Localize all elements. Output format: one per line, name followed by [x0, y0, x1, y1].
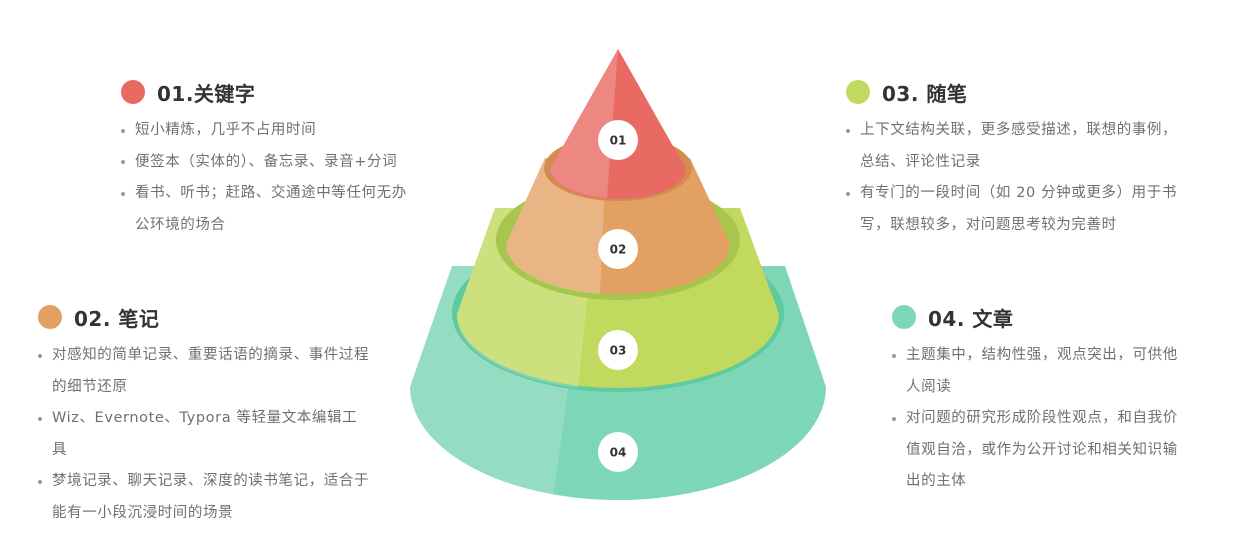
list-item: 对感知的简单记录、重要话语的摘录、事件过程的细节还原 — [38, 340, 370, 403]
orange-dot-icon — [38, 305, 62, 329]
list-item: 看书、听书；赶路、交通途中等任何无办公环境的场合 — [121, 178, 421, 241]
cone-badge-01: 01 — [598, 120, 638, 160]
list-item: 便签本（实体的）、备忘录、录音+分词 — [121, 147, 421, 179]
cone-label-04: 04 — [610, 446, 627, 460]
list-item: Wiz、Evernote、Typora 等轻量文本编辑工具 — [38, 403, 370, 466]
cone-badge-04: 04 — [598, 432, 638, 472]
cone-label-02: 02 — [610, 243, 627, 257]
list-item: 主题集中，结构性强，观点突出，可供他人阅读 — [892, 340, 1184, 403]
section-title: 02. 笔记 — [74, 306, 160, 331]
yellow-green-dot-icon — [846, 80, 870, 104]
teal-dot-icon — [892, 305, 916, 329]
list-item: 有专门的一段时间（如 20 分钟或更多）用于书写，联想较多，对问题思考较为完善时 — [846, 178, 1184, 241]
section-notes: 02. 笔记 对感知的简单记录、重要话语的摘录、事件过程的细节还原 Wiz、Ev… — [38, 302, 370, 529]
cone-label-03: 03 — [610, 344, 627, 358]
list-item: 短小精炼，几乎不占用时间 — [121, 115, 421, 147]
list-item: 梦境记录、聊天记录、深度的读书笔记，适合于能有一小段沉浸时间的场景 — [38, 466, 370, 529]
section-essay: 03. 随笔 上下文结构关联，更多感受描述，联想的事例，总结、评论性记录 有专门… — [846, 77, 1184, 241]
section-title: 03. 随笔 — [882, 81, 968, 106]
list-item: 对问题的研究形成阶段性观点，和自我价值观自洽，或作为公开讨论和相关知识输出的主体 — [892, 403, 1184, 498]
cone-label-01: 01 — [610, 134, 627, 148]
section-keywords: 01.关键字 短小精炼，几乎不占用时间 便签本（实体的）、备忘录、录音+分词 看… — [121, 77, 421, 241]
cone-badge-03: 03 — [598, 330, 638, 370]
section-article: 04. 文章 主题集中，结构性强，观点突出，可供他人阅读 对问题的研究形成阶段性… — [892, 302, 1184, 498]
list-item: 上下文结构关联，更多感受描述，联想的事例，总结、评论性记录 — [846, 115, 1184, 178]
section-title: 04. 文章 — [928, 306, 1014, 331]
cone-badge-02: 02 — [598, 229, 638, 269]
red-dot-icon — [121, 80, 145, 104]
section-title: 01.关键字 — [157, 81, 256, 106]
